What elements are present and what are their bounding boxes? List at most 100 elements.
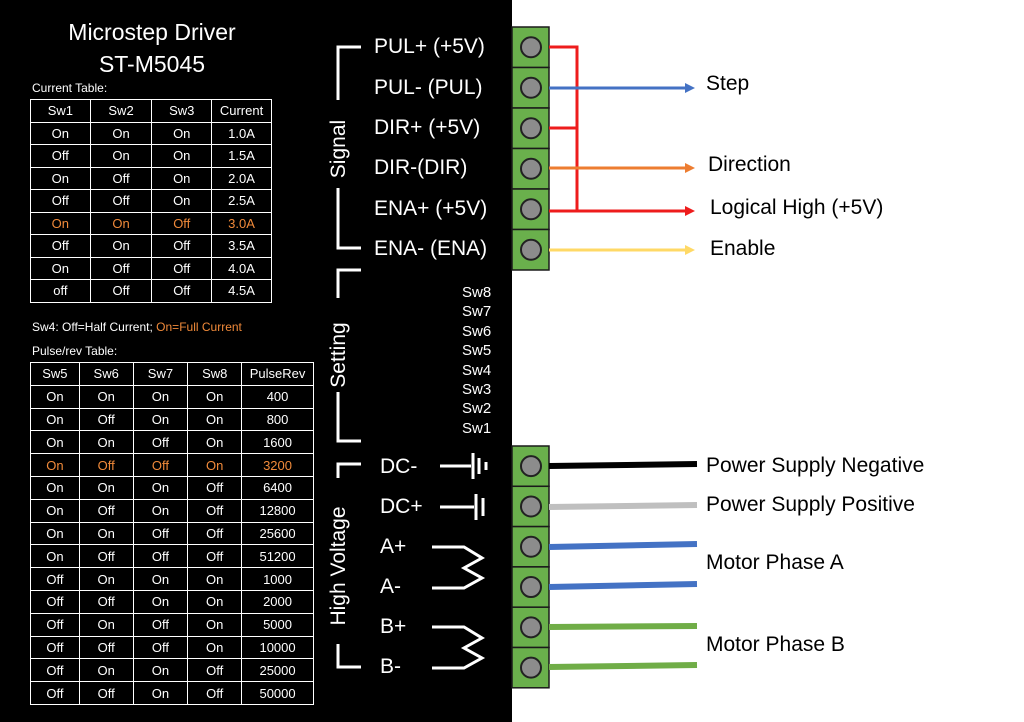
table-cell: On: [78, 658, 134, 683]
table-cell: 1.0A: [211, 121, 272, 145]
switch-label: Sw4: [462, 361, 492, 379]
direction-label: Direction: [708, 153, 791, 176]
pin-dc-minus: DC-: [380, 455, 418, 478]
table-cell: 2000: [241, 589, 314, 614]
pin-a-plus: A+: [380, 535, 407, 558]
signal-bracket-top: [336, 45, 361, 100]
table-cell: 25600: [241, 521, 314, 546]
pin-ena-minus: ENA- (ENA): [374, 237, 488, 260]
table-cell: On: [132, 658, 189, 683]
table-cell: On: [30, 544, 80, 569]
pin-ena-plus: ENA+ (+5V): [374, 197, 488, 220]
table-cell: 1600: [241, 430, 314, 455]
pin-a-minus: A-: [380, 575, 401, 598]
table-cell: Off: [30, 567, 80, 591]
pin-dc-plus: DC+: [380, 495, 423, 518]
table-cell: 1000: [241, 567, 314, 591]
dip-switch-list: Sw8 Sw7 Sw6 Sw5 Sw4 Sw3 Sw2 Sw1: [462, 283, 502, 438]
pin-dir-plus: DIR+ (+5V): [374, 116, 481, 139]
table-cell: 4.5A: [211, 279, 272, 303]
pin-b-plus: B+: [380, 615, 407, 638]
table-cell: Off: [78, 635, 134, 660]
pin-dir-minus: DIR-(DIR): [374, 156, 468, 179]
table-cell: Off: [187, 658, 243, 683]
table-cell: 3.0A: [211, 211, 272, 235]
table-cell: 51200: [241, 544, 314, 569]
table-cell: 400: [241, 384, 314, 409]
table-header-cell: Current: [211, 99, 272, 123]
terminal-screw-icon: [520, 157, 542, 180]
table-cell: Off: [30, 589, 80, 614]
table-cell: On: [132, 567, 189, 591]
terminal-screw-icon: [520, 656, 542, 679]
psu-positive-label: Power Supply Positive: [706, 493, 915, 516]
phase-a-plus-wire: [548, 541, 698, 550]
phase-b-coil-icon: [432, 625, 486, 670]
driver-model: ST-M5045: [98, 51, 206, 77]
dc-plus-battery-icon: [440, 494, 485, 520]
table-cell: 50000: [241, 681, 314, 705]
sw4-note-on: On=Full Current: [156, 320, 242, 334]
table-cell: Off: [132, 430, 189, 455]
table-cell: On: [89, 121, 153, 145]
table-cell: On: [151, 189, 213, 213]
red-bus-wire: [549, 45, 579, 211]
switch-label: Sw7: [462, 303, 492, 321]
table-header-cell: Sw3: [151, 99, 213, 123]
table-cell: Off: [132, 544, 189, 569]
table-header-cell: PulseRev: [241, 362, 314, 386]
table-cell: On: [187, 635, 243, 660]
table-cell: 6400: [241, 475, 314, 500]
table-cell: Off: [30, 144, 91, 168]
switch-label: Sw1: [462, 419, 492, 437]
enable-label: Enable: [710, 237, 776, 260]
step-label: Step: [706, 72, 750, 95]
table-cell: On: [132, 589, 189, 614]
table-header-cell: Sw7: [132, 362, 189, 386]
signal-terminal-block: [511, 26, 550, 271]
table-cell: Off: [132, 635, 189, 660]
setting-bracket-top: [336, 268, 361, 298]
pin-pul-plus: PUL+ (+5V): [374, 35, 485, 58]
table-cell: On: [151, 121, 213, 145]
table-cell: On: [78, 521, 134, 546]
table-cell: On: [78, 475, 134, 500]
table-cell: On: [151, 144, 213, 168]
motor-phase-a-label: Motor Phase A: [706, 551, 844, 574]
switch-label: Sw3: [462, 381, 492, 399]
table-cell: On: [30, 166, 91, 190]
pin-b-minus: B-: [380, 655, 401, 678]
phase-b-minus-wire: [548, 662, 698, 670]
table-cell: Off: [78, 544, 134, 569]
hv-bracket-bottom: [336, 644, 361, 669]
table-cell: Off: [89, 279, 153, 303]
table-cell: Off: [30, 189, 91, 213]
table-cell: On: [187, 589, 243, 614]
table-cell: On: [187, 567, 243, 591]
table-cell: On: [30, 121, 91, 145]
table-cell: On: [78, 384, 134, 409]
table-cell: 1.5A: [211, 144, 272, 168]
terminal-screw-icon: [520, 535, 542, 558]
table-cell: Off: [132, 453, 189, 477]
psu-positive-wire: [548, 502, 698, 510]
table-cell: Off: [78, 589, 134, 614]
table-cell: On: [30, 498, 80, 523]
table-cell: 25000: [241, 658, 314, 683]
